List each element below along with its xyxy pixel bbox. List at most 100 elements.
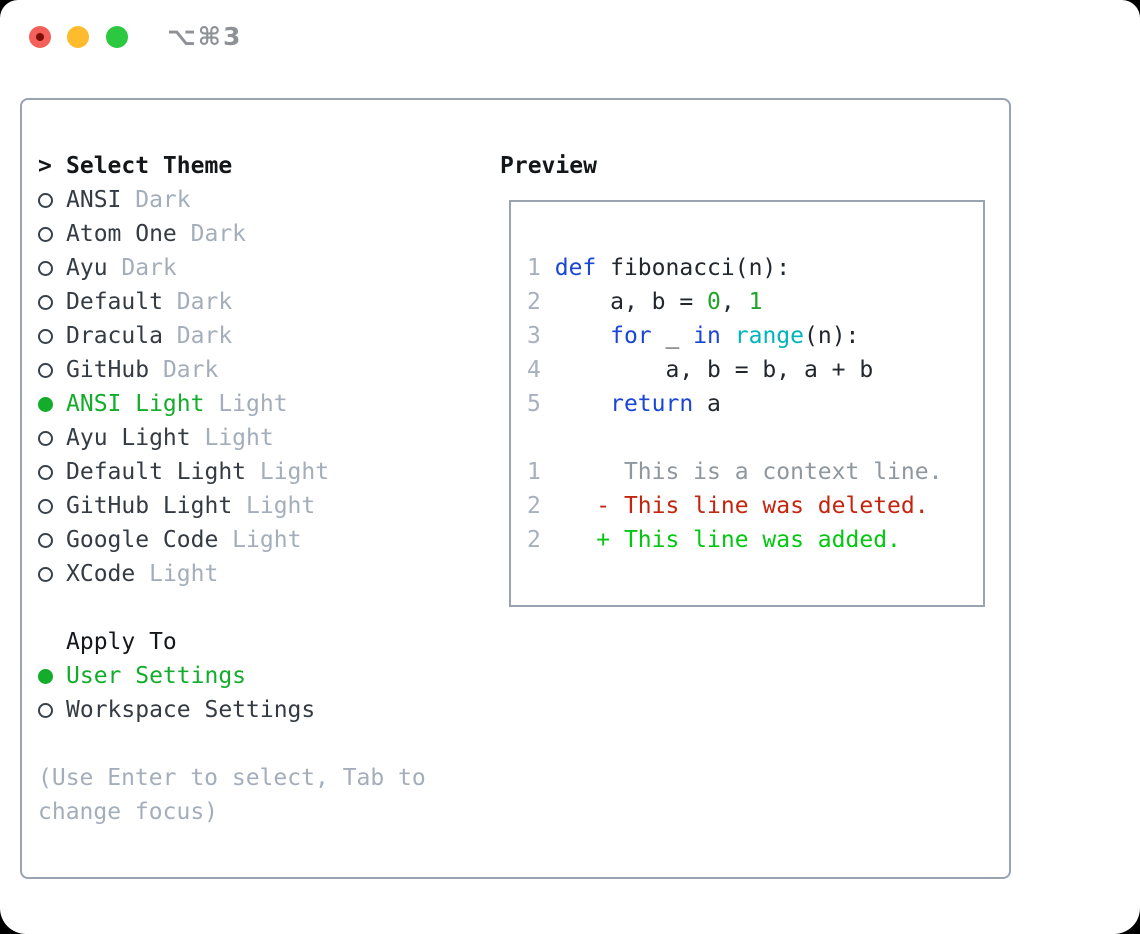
theme-option-atom-one[interactable]: Atom One Dark: [38, 217, 426, 251]
theme-option-ayu-light[interactable]: Ayu Light Light: [38, 421, 426, 455]
code-segment: (n):: [804, 323, 860, 349]
code-segment: a, b = b, a + b: [540, 357, 874, 383]
code-line: 5 return a: [527, 387, 942, 421]
theme-variant: Dark: [121, 187, 191, 213]
code-segment: in: [693, 323, 721, 349]
theme-option-ayu[interactable]: Ayu Dark: [38, 251, 426, 285]
theme-option-google-code[interactable]: Google Code Light: [38, 523, 426, 557]
code-segment: This is a context line.: [540, 459, 943, 485]
line-number: 5: [527, 391, 541, 417]
select-theme-header-label: Select Theme: [66, 153, 233, 179]
radio-cell: [38, 421, 66, 455]
code-segment: fibonacci(n):: [596, 255, 791, 281]
radio-cell: [38, 353, 66, 387]
theme-variant: Light: [204, 391, 288, 417]
apply-option-label: Workspace Settings: [66, 697, 316, 723]
radio-selected-icon: [38, 397, 53, 412]
code-line: 1 This is a context line.: [527, 455, 942, 489]
radio-cell: [38, 455, 66, 489]
radio-cell: [38, 251, 66, 285]
code-line: 2 - This line was deleted.: [527, 489, 942, 523]
code-segment: 1: [748, 289, 763, 315]
radio-cell: [38, 183, 66, 217]
titlebar: ⌥⌘3: [0, 0, 1140, 74]
theme-variant: Dark: [176, 221, 247, 247]
code-segment: [541, 391, 610, 417]
theme-variant: Dark: [162, 323, 233, 349]
theme-option-xcode[interactable]: XCode Light: [38, 557, 426, 591]
unsaved-changes-dot: [36, 33, 44, 41]
theme-label: Default Light: [66, 459, 247, 485]
code-line: 4 a, b = b, a + b: [527, 353, 942, 387]
select-theme-header: > Select Theme: [38, 149, 426, 183]
code-segment: [541, 255, 555, 281]
radio-icon: [38, 363, 53, 378]
code-segment: range: [734, 323, 805, 349]
line-number: 2: [527, 289, 541, 315]
theme-variant: Light: [135, 561, 219, 587]
preview-title: Preview: [500, 153, 597, 179]
radio-icon: [38, 465, 53, 480]
zoom-button[interactable]: [106, 26, 128, 48]
code-segment: - This line was deleted.: [540, 493, 929, 519]
code-segment: + This line was added.: [540, 527, 901, 553]
theme-variant: Light: [232, 493, 316, 519]
code-segment: for: [610, 323, 652, 349]
radio-cell: [38, 523, 66, 557]
theme-option-github[interactable]: GitHub Dark: [38, 353, 426, 387]
theme-option-default-light[interactable]: Default Light Light: [38, 455, 426, 489]
code-segment: [541, 323, 610, 349]
code-line: 2 a, b = 0, 1: [527, 285, 942, 319]
radio-icon: [38, 431, 53, 446]
code-segment: def: [554, 255, 597, 281]
theme-option-ansi-light[interactable]: ANSI Light Light: [38, 387, 426, 421]
radio-cell: [38, 319, 66, 353]
code-segment: [721, 323, 735, 349]
radio-icon: [38, 329, 53, 344]
code-line: 2 + This line was added.: [527, 523, 942, 557]
radio-icon: [38, 533, 53, 548]
theme-variant: Dark: [149, 357, 219, 383]
theme-variant: Light: [246, 459, 330, 485]
theme-label: Ayu: [66, 255, 108, 281]
hint-text: change focus): [38, 799, 219, 825]
apply-option-user-settings[interactable]: User Settings: [38, 659, 426, 693]
minimize-button[interactable]: [67, 26, 89, 48]
code-line: 3 for _ in range(n):: [527, 319, 942, 353]
line-number: 4: [527, 357, 541, 383]
theme-label: Dracula: [66, 323, 163, 349]
line-number: 1: [527, 255, 541, 281]
radio-icon: [38, 567, 53, 582]
spacer: [38, 591, 426, 625]
theme-variant: Dark: [162, 289, 233, 315]
radio-cell: [38, 489, 66, 523]
theme-label: GitHub: [66, 357, 150, 383]
apply-option-label: User Settings: [66, 663, 247, 689]
code-segment: return: [610, 391, 694, 417]
theme-option-dracula[interactable]: Dracula Dark: [38, 319, 426, 353]
theme-option-default[interactable]: Default Dark: [38, 285, 426, 319]
theme-label: Ayu Light: [66, 425, 191, 451]
close-button[interactable]: [29, 26, 51, 48]
radio-icon: [38, 193, 53, 208]
line-number: 2: [527, 493, 541, 519]
prompt-icon: >: [38, 153, 52, 179]
theme-option-github-light[interactable]: GitHub Light Light: [38, 489, 426, 523]
apply-to-header: Apply To: [38, 625, 426, 659]
radio-cell: [38, 285, 66, 319]
line-number: 1: [527, 459, 541, 485]
radio-icon: [38, 227, 53, 242]
code-segment: 0: [707, 289, 721, 315]
code-segment: a, b =: [540, 289, 708, 315]
radio-cell: [38, 693, 66, 727]
radio-icon: [38, 703, 53, 718]
theme-label: Google Code: [66, 527, 219, 553]
apply-option-workspace-settings[interactable]: Workspace Settings: [38, 693, 426, 727]
radio-selected-icon: [38, 669, 53, 684]
theme-option-ansi[interactable]: ANSI Dark: [38, 183, 426, 217]
theme-label: Default: [66, 289, 163, 315]
theme-variant: Light: [218, 527, 302, 553]
radio-cell: [38, 217, 66, 251]
